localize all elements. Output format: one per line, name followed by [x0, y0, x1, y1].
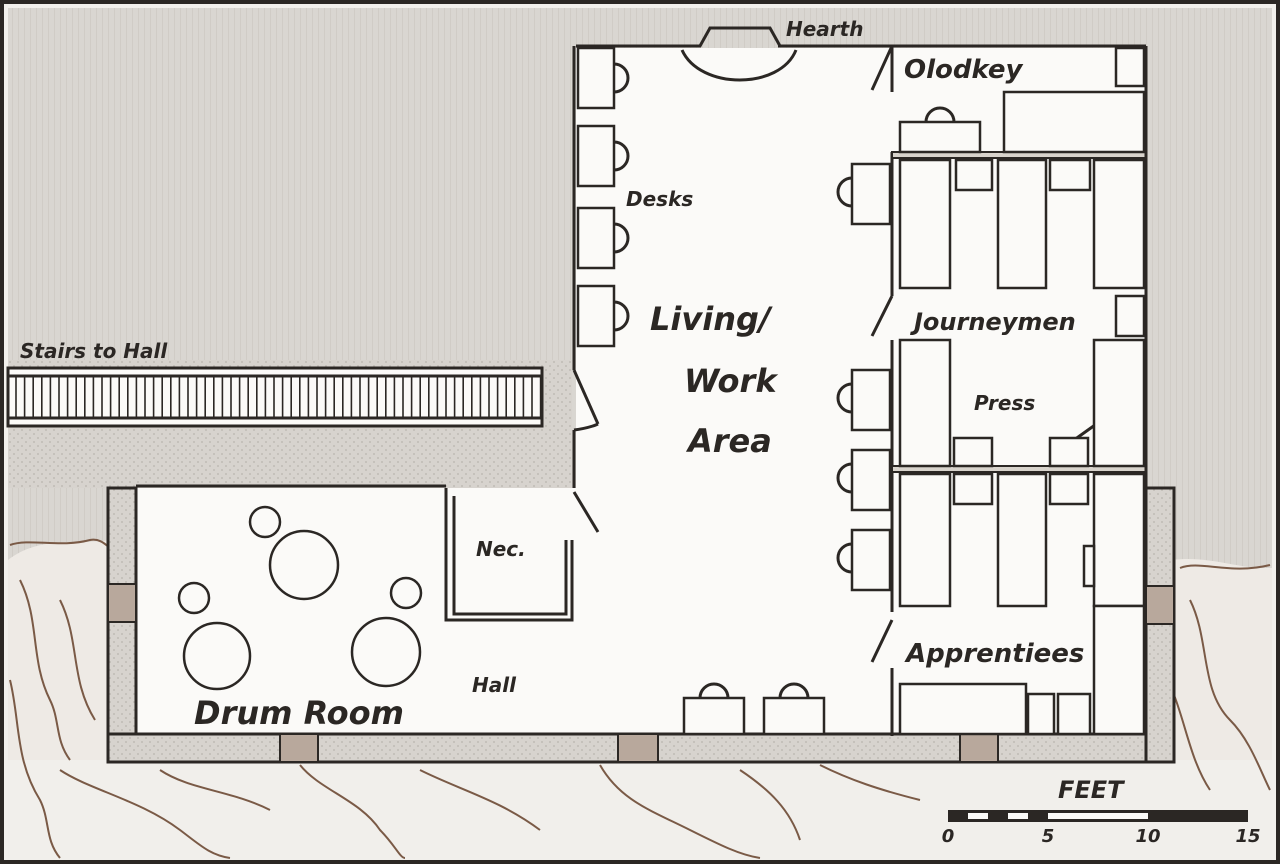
scale-tick-label: 10 — [1135, 826, 1160, 847]
outer-walls — [106, 486, 1176, 764]
desks-left — [576, 46, 630, 348]
desks-right — [836, 162, 892, 592]
stairs — [6, 366, 544, 428]
label-journeymen: Journeymen — [910, 308, 1076, 336]
label-stairs-to-hall: Stairs to Hall — [20, 339, 168, 363]
olodkey-furniture — [898, 46, 1146, 154]
label-nec: Nec. — [476, 537, 526, 561]
label-olodkey: Olodkey — [904, 55, 1023, 85]
scale-tick-label: 5 — [1042, 826, 1055, 847]
drums — [177, 505, 423, 691]
scale-tick-label: 15 — [1235, 826, 1260, 847]
desks-bottom — [682, 682, 826, 736]
apprentices-beds — [898, 472, 1146, 736]
cliff-ground-right — [1172, 558, 1272, 780]
journeymen-beds — [898, 158, 1146, 468]
label-apprentices: Apprentiees — [904, 639, 1084, 669]
scale-tick-label: 0 — [942, 826, 955, 847]
rock-cracks — [9, 538, 1271, 859]
label-hall: Hall — [472, 673, 517, 697]
scale-title: FEET — [1058, 776, 1125, 804]
label-area: Area — [685, 422, 772, 460]
label-desks: Desks — [626, 187, 693, 211]
label-drum-room: Drum Room — [194, 694, 404, 732]
cliff-ground — [8, 540, 110, 760]
label-press: Press — [974, 391, 1035, 415]
label-work: Work — [684, 362, 778, 400]
label-living: Living/ — [650, 300, 773, 338]
label-hearth: Hearth — [786, 17, 863, 41]
interior-walls — [136, 26, 1148, 736]
scale-bar: FEET 0 5 10 15 — [942, 776, 1261, 847]
